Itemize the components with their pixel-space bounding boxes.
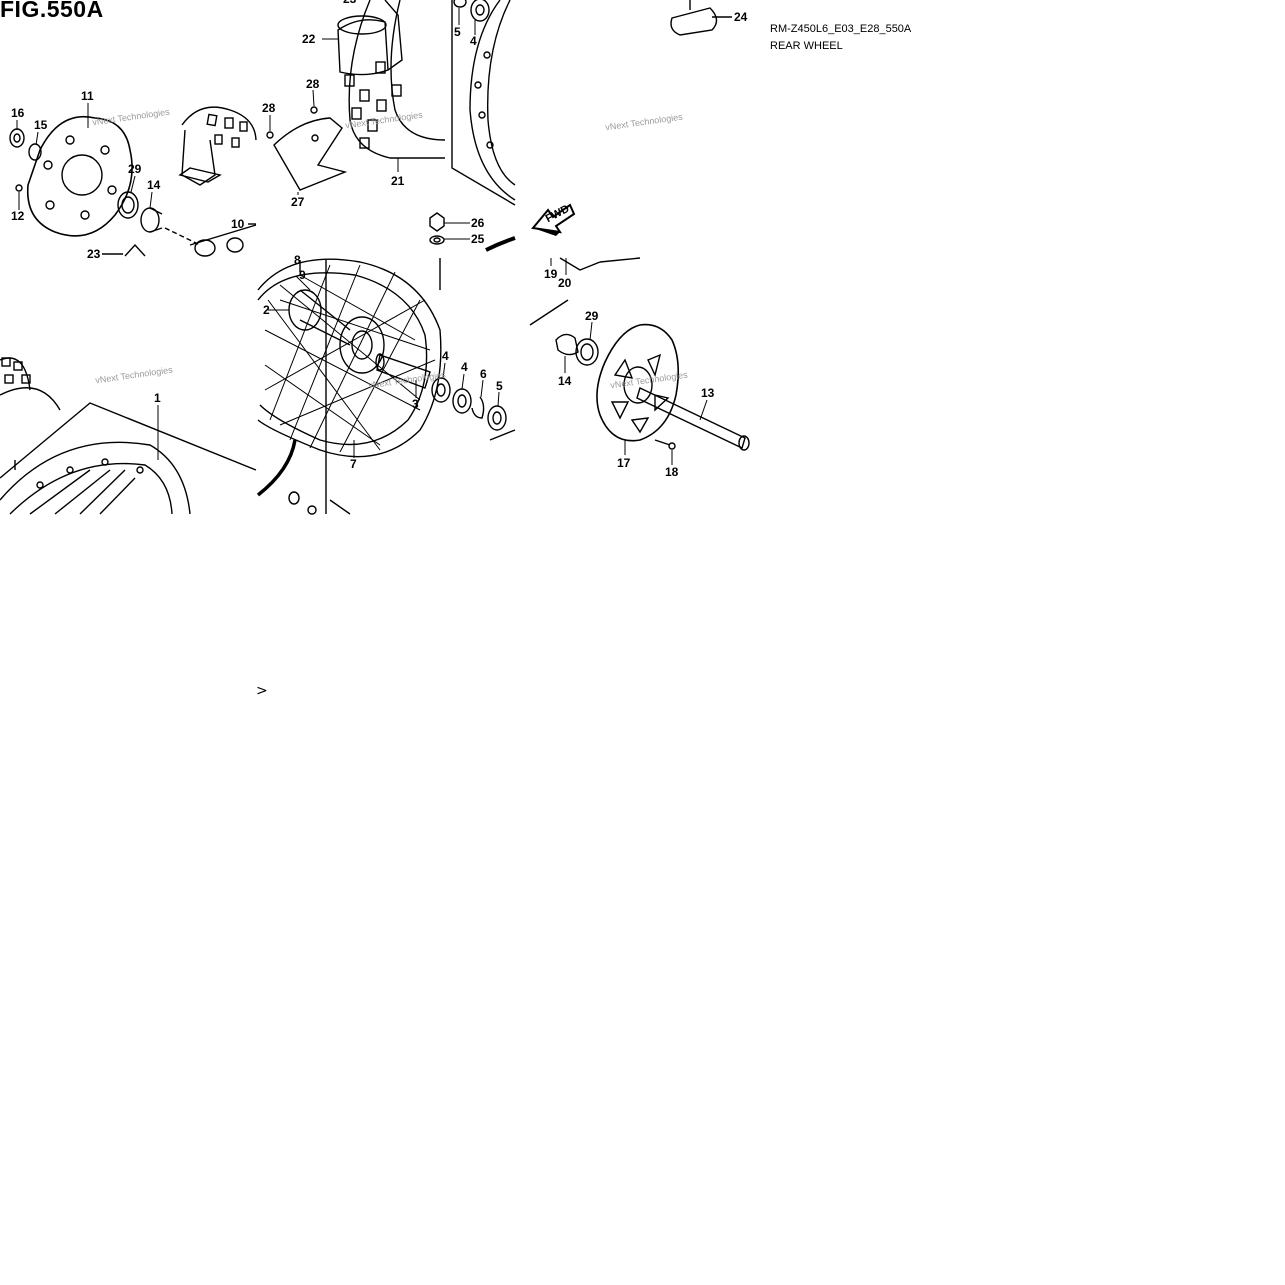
callout-27: 27 [291, 195, 305, 209]
figure-subtitle: REAR WHEEL [770, 40, 843, 52]
callout-23: 23 [343, 0, 356, 5]
callout-14: 14 [147, 178, 161, 192]
callout-16: 16 [11, 106, 25, 120]
callout-5: 5 [454, 25, 461, 39]
callout-4: 4 [461, 360, 468, 374]
callout-4: 4 [442, 349, 449, 363]
callout-26: 26 [471, 216, 485, 230]
model-code: RM-Z450L6_E03_E28_550A [770, 23, 912, 35]
callout-29: 29 [128, 162, 142, 176]
callout-24: 24 [734, 10, 748, 24]
callout-10: 10 [231, 217, 245, 231]
callout-9: 9 [299, 268, 306, 282]
callout-3: 3 [412, 397, 419, 411]
callout-25: 25 [471, 232, 485, 246]
callout-28: 28 [306, 77, 320, 91]
callout-17: 17 [617, 456, 631, 470]
callout-5: 5 [496, 379, 503, 393]
callout-12: 12 [11, 209, 25, 223]
callout-14: 14 [558, 374, 572, 388]
callout-11: 11 [81, 89, 94, 103]
callout-7: 7 [350, 457, 357, 471]
callout-8: 8 [294, 253, 301, 267]
callout-22: 22 [302, 32, 316, 46]
figure-title: FIG.550A [0, 0, 104, 22]
callout-21: 21 [391, 174, 405, 188]
callout-20: 20 [558, 276, 572, 290]
callout-2: 2 [263, 303, 270, 317]
callout-13: 13 [701, 386, 715, 400]
stray-glyph: > [256, 683, 268, 699]
callout-4: 4 [470, 34, 477, 48]
callout-28: 28 [262, 101, 276, 115]
callout-23: 23 [87, 247, 101, 261]
fwd-arrow-icon [531, 203, 576, 236]
callout-6: 6 [480, 367, 487, 381]
callout-29: 29 [585, 309, 599, 323]
callout-18: 18 [665, 465, 679, 479]
callout-15: 15 [34, 118, 48, 132]
callout-1: 1 [154, 391, 161, 405]
callout-19: 19 [544, 267, 558, 281]
